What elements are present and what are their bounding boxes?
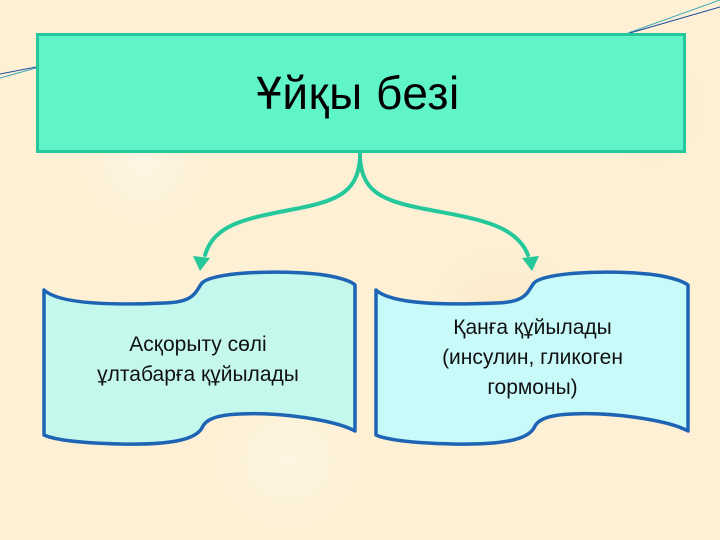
brace-connector	[203, 150, 530, 257]
connector-to-right	[358, 150, 530, 257]
decorative-lines-right	[627, 0, 720, 34]
right-node-line: (инсулин, гликоген	[442, 346, 623, 369]
left-node-text: Асқорыту сөлі ұлтабарға құйылады	[48, 330, 348, 390]
diagram-title: Ұйқы безі	[256, 67, 460, 119]
right-node-line: Қанға құйылады	[453, 316, 612, 339]
right-node-line: гормоны)	[487, 376, 578, 399]
left-node-shape	[42, 270, 357, 446]
right-node-text: Қанға құйылады (инсулин, гликоген гормон…	[380, 313, 685, 403]
left-node-line: ұлтабарға құйылады	[97, 363, 299, 386]
left-node-line: Асқорыту сөлі	[129, 333, 267, 356]
arrowhead-left-icon	[193, 256, 210, 271]
decorative-lines-left	[0, 66, 37, 79]
title-box: Ұйқы безі	[36, 33, 686, 153]
right-node-shape	[374, 270, 690, 446]
connector-to-left	[203, 150, 362, 257]
arrowhead-right-icon	[522, 256, 539, 271]
